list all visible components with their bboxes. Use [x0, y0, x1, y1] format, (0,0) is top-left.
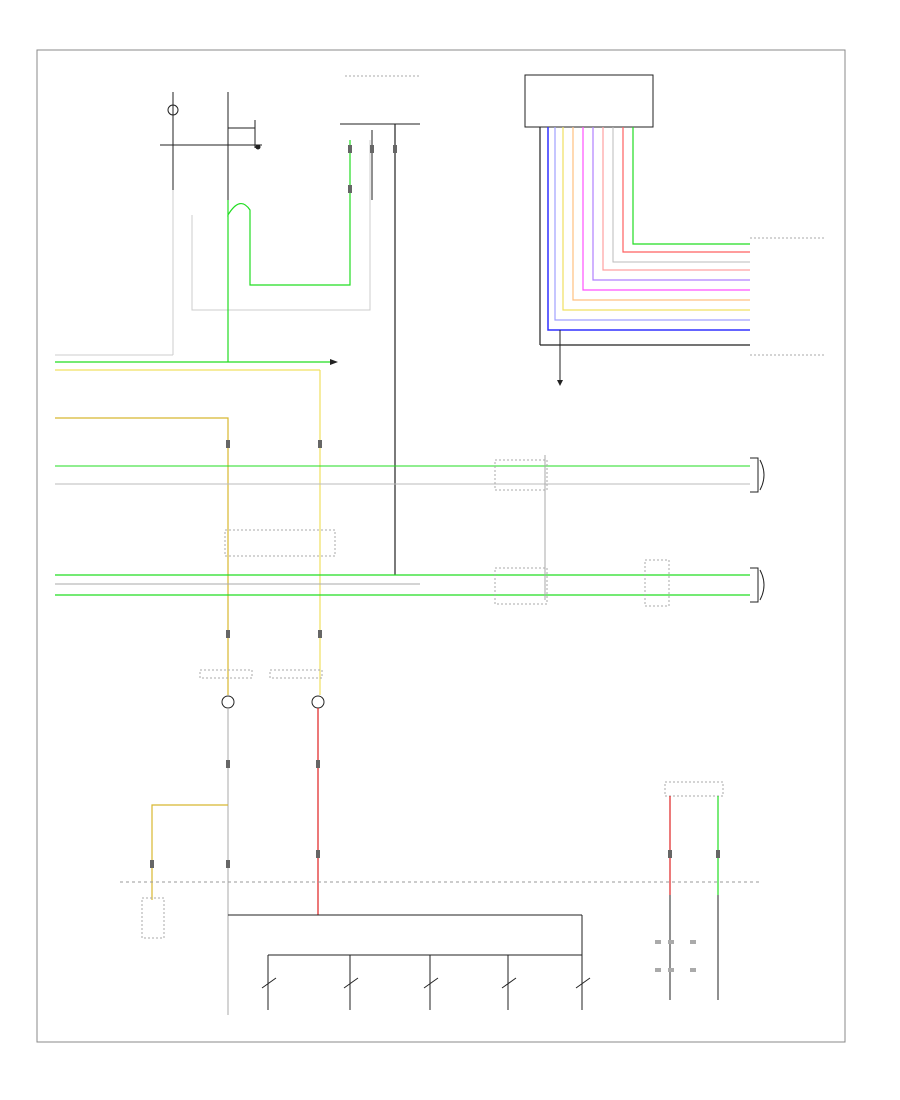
wire-red-harness	[622, 127, 750, 253]
wire-orange	[572, 127, 750, 301]
wire-green-harness	[632, 127, 750, 245]
right-connectors	[750, 457, 765, 603]
wire-yellow-harness	[562, 127, 750, 311]
wire-pink	[602, 127, 750, 271]
connector-box-center-1	[494, 459, 548, 491]
wire-gray-left-loop	[172, 140, 371, 355]
wire-magenta	[582, 127, 750, 291]
connector-box-mid	[224, 529, 336, 557]
wire-green-upper	[227, 140, 351, 286]
bottom-right-pin-block	[655, 940, 696, 972]
wire-yellow-dark	[55, 417, 229, 695]
wire-violet	[592, 127, 750, 281]
connector-box-center-2	[494, 567, 548, 605]
wire-blue	[547, 127, 750, 331]
connector-ticks	[150, 145, 720, 868]
diagram-frame	[36, 49, 846, 1043]
connector-box-center-3	[644, 559, 670, 607]
lower-lamps	[199, 669, 325, 709]
harness-top-box	[524, 74, 654, 128]
bottom-switches	[261, 955, 591, 1010]
wire-light-blue	[554, 127, 750, 321]
wire-yellow-dark-lower	[151, 804, 228, 900]
fuse-relay-area	[160, 75, 420, 200]
wire-gray-harness	[612, 127, 750, 263]
